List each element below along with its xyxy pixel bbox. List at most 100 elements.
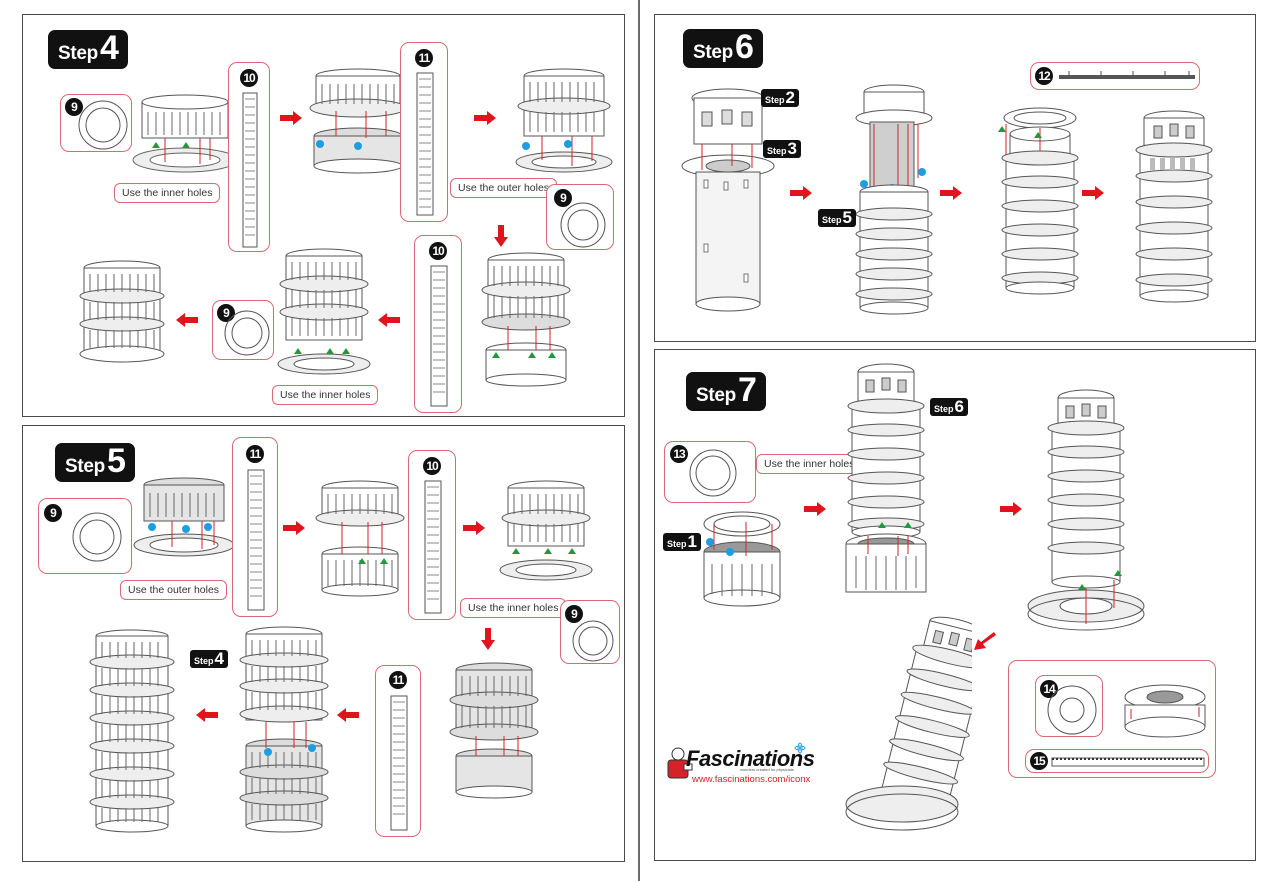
step1-reference-tag: Step 1 — [663, 533, 701, 551]
arrow-down-icon — [481, 628, 495, 650]
tower-upper-assembled-illustration — [1135, 110, 1213, 303]
step6-badge: Step 6 — [683, 29, 763, 68]
part-11-callout: 11 — [400, 42, 448, 222]
ring-part-icon — [72, 512, 122, 562]
brand-logo: Fascinations wonders created for physici… — [664, 742, 834, 802]
part-number: 9 — [44, 504, 62, 522]
arcade-strip-icon — [247, 469, 265, 611]
arcade-strip-icon — [416, 72, 434, 216]
brand-tagline: wonders created for physicists — [740, 767, 794, 772]
leaning-tower-final-illustration — [845, 616, 972, 831]
part-number: 9 — [565, 605, 583, 623]
tower-tier-stack-illustration — [449, 662, 539, 799]
page-divider — [638, 0, 640, 881]
arrow-left-icon — [176, 313, 198, 327]
step-number: 2 — [785, 88, 795, 107]
part-11-callout: 11 — [375, 665, 421, 837]
step7-badge: Step 7 — [686, 372, 766, 411]
step5-reference-tag: Step 5 — [818, 209, 856, 227]
part-number: 9 — [554, 189, 572, 207]
step2-reference-tag: Step 2 — [761, 89, 799, 107]
plinth-assembly-illustration — [1124, 684, 1206, 738]
part-9-callout: 9 — [60, 94, 132, 152]
part-number: 13 — [670, 445, 688, 463]
part-10-callout: 10 — [408, 450, 456, 620]
tower-tier-stack-illustration — [277, 248, 371, 375]
arcade-strip-icon — [430, 265, 448, 407]
note-use-inner-holes: Use the inner holes — [756, 454, 863, 474]
tower-tier-stack-illustration — [499, 480, 593, 581]
part-14-callout: 14 — [1035, 675, 1103, 737]
step-number: 3 — [787, 139, 797, 158]
arrow-down-left-icon — [974, 632, 996, 650]
step-number: 5 — [106, 442, 126, 480]
tower-assembled-illustration — [79, 260, 165, 363]
tower-railing-illustration — [998, 107, 1079, 295]
note-use-inner-holes: Use the inner holes — [460, 598, 567, 618]
arrow-left-icon — [337, 708, 359, 722]
part-number: 10 — [429, 242, 447, 260]
note-use-outer-holes: Use the outer holes — [120, 580, 228, 600]
step-number: 5 — [842, 208, 852, 227]
part-9-callout: 9 — [560, 600, 620, 664]
tower-over-plinth-illustration — [1027, 389, 1145, 631]
arrow-right-icon — [1000, 502, 1022, 516]
step-number: 4 — [214, 649, 224, 668]
step4-badge: Step 4 — [48, 30, 128, 69]
step-word: Step — [667, 539, 687, 549]
plinth-railing-strip-icon — [1051, 757, 1205, 767]
step4-reference-tag: Step 4 — [190, 650, 228, 668]
ring-part-icon — [572, 620, 614, 662]
part-11-callout: 11 — [232, 437, 278, 617]
step3-reference-tag: Step 3 — [763, 140, 801, 158]
step5-badge: Step 5 — [55, 443, 135, 482]
arrow-right-icon — [474, 111, 496, 125]
part-number: 15 — [1030, 752, 1048, 770]
step-word: Step — [693, 42, 733, 63]
part-number: 11 — [246, 445, 264, 463]
step-word: Step — [58, 43, 98, 64]
step-word: Step — [765, 95, 785, 105]
step-number: 4 — [99, 29, 119, 67]
ring-part-icon — [224, 310, 270, 356]
part-number: 10 — [240, 69, 258, 87]
part-number: 11 — [415, 49, 433, 67]
tower-tier-stack-illustration — [515, 68, 613, 173]
step6-reference-tag: Step 6 — [930, 398, 968, 416]
part-13-callout: 13 — [664, 441, 756, 503]
note-use-outer-holes: Use the outer holes — [450, 178, 558, 198]
plinth-disc-icon — [1047, 685, 1097, 735]
tower-base-illustration — [703, 511, 781, 607]
arrow-right-icon — [790, 186, 812, 200]
arrow-right-icon — [804, 502, 826, 516]
ring-part-icon — [689, 449, 737, 497]
tower-top-and-core-illustration — [681, 88, 775, 312]
railing-strip-icon — [1059, 71, 1195, 79]
arrow-right-icon — [463, 521, 485, 535]
arrow-right-icon — [1082, 186, 1104, 200]
step-word: Step — [194, 656, 214, 666]
brand-url-link[interactable]: www.fascinations.com/iconx — [692, 774, 811, 785]
tower-tier-stack-illustration — [309, 68, 407, 174]
arrow-left-icon — [196, 708, 218, 722]
step-number: 1 — [687, 532, 697, 551]
tower-tier-illustration — [132, 94, 238, 173]
part-14-15-callout: 14 15 — [1008, 660, 1216, 778]
step-word: Step — [934, 404, 954, 414]
part-number: 9 — [65, 98, 83, 116]
part-9-callout: 9 — [38, 498, 132, 574]
tower-tier-stack-illustration — [315, 480, 405, 597]
brand-name: Fascinations — [686, 746, 815, 771]
mascot-icon — [667, 747, 693, 779]
step-number: 7 — [737, 371, 757, 409]
tower-core-insertion-illustration — [855, 84, 933, 315]
step-number: 6 — [954, 397, 964, 416]
arrow-right-icon — [280, 111, 302, 125]
step-number: 6 — [734, 28, 754, 66]
part-number: 9 — [217, 304, 235, 322]
part-number: 12 — [1035, 67, 1053, 85]
tower-on-base-illustration — [845, 363, 927, 593]
arrow-right-icon — [283, 521, 305, 535]
tower-tier-illustration — [133, 477, 235, 557]
atom-icon — [794, 742, 806, 754]
